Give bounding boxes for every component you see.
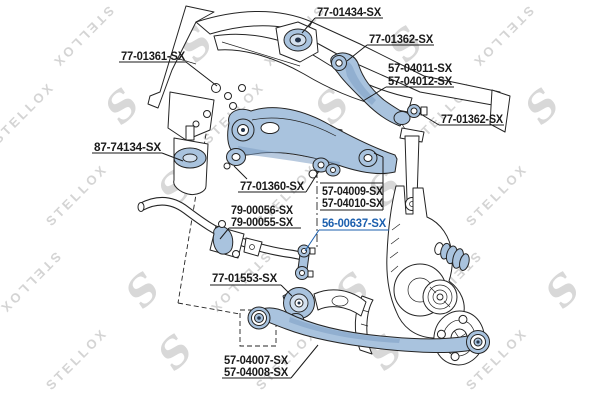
lower-control-arm (223, 107, 398, 179)
vertical-link (399, 127, 425, 211)
stabilizer-link (295, 244, 316, 280)
part-label-57-04010-sx[interactable]: 57-04010-SX (322, 196, 383, 210)
part-label-56-00637-sx-highlighted[interactable]: 56-00637-SX (322, 216, 386, 230)
watermark-text: STELLOX (463, 161, 531, 229)
part-label-87-74134-sx[interactable]: 87-74134-SX (94, 140, 161, 154)
wheel-bearing (422, 279, 458, 315)
part-labels: 77-01434-SX 77-01362-SX 77-01361-SX 57-0… (94, 5, 503, 379)
watermark-text: STELLOX (43, 161, 111, 229)
watermark-logo: S (149, 326, 203, 380)
watermark-logo: S (0, 17, 11, 71)
part-label-57-04008-sx[interactable]: 57-04008-SX (224, 365, 288, 379)
watermark-logo: S (535, 263, 589, 317)
part-label-57-04012-sx[interactable]: 57-04012-SX (388, 74, 452, 88)
watermark-text: STELLOX (49, 3, 117, 71)
part-label-77-01360-sx[interactable]: 77-01360-SX (240, 179, 304, 193)
upper-control-arm (330, 52, 428, 135)
part-label-77-01434-sx[interactable]: 77-01434-SX (317, 5, 381, 19)
part-label-77-01362-sx-outer[interactable]: 77-01362-SX (441, 112, 503, 126)
watermark-logo: S (115, 263, 169, 317)
watermark-text: STELLOX (0, 249, 64, 317)
part-label-57-04007-sx[interactable]: 57-04007-SX (224, 353, 288, 367)
watermark-text: STELLOX (469, 3, 537, 71)
part-label-57-04009-sx[interactable]: 57-04009-SX (322, 184, 383, 198)
stabilizer-bar (137, 197, 303, 261)
part-label-57-04011-sx[interactable]: 57-04011-SX (388, 61, 452, 75)
part-label-77-01362-sx-upper[interactable]: 77-01362-SX (369, 32, 433, 46)
part-label-77-01361-sx[interactable]: 77-01361-SX (121, 49, 185, 63)
trailing-arm (247, 306, 490, 354)
knuckle-lower-arm (313, 289, 367, 317)
watermark-logo: S (516, 80, 570, 134)
leader-lines (92, 17, 504, 379)
watermark-text: STELLOX (43, 325, 111, 393)
watermark-logo: S (96, 80, 150, 134)
part-label-77-01553-sx[interactable]: 77-01553-SX (212, 271, 277, 285)
stabilizer-clamp (209, 220, 263, 259)
subframe-bushing (275, 21, 319, 63)
watermark-text: STELLOX (0, 79, 58, 147)
cv-boot (434, 242, 470, 271)
part-label-79-00055-sx[interactable]: 79-00055-SX (231, 215, 293, 229)
part-label-79-00056-sx[interactable]: 79-00056-SX (231, 203, 293, 217)
